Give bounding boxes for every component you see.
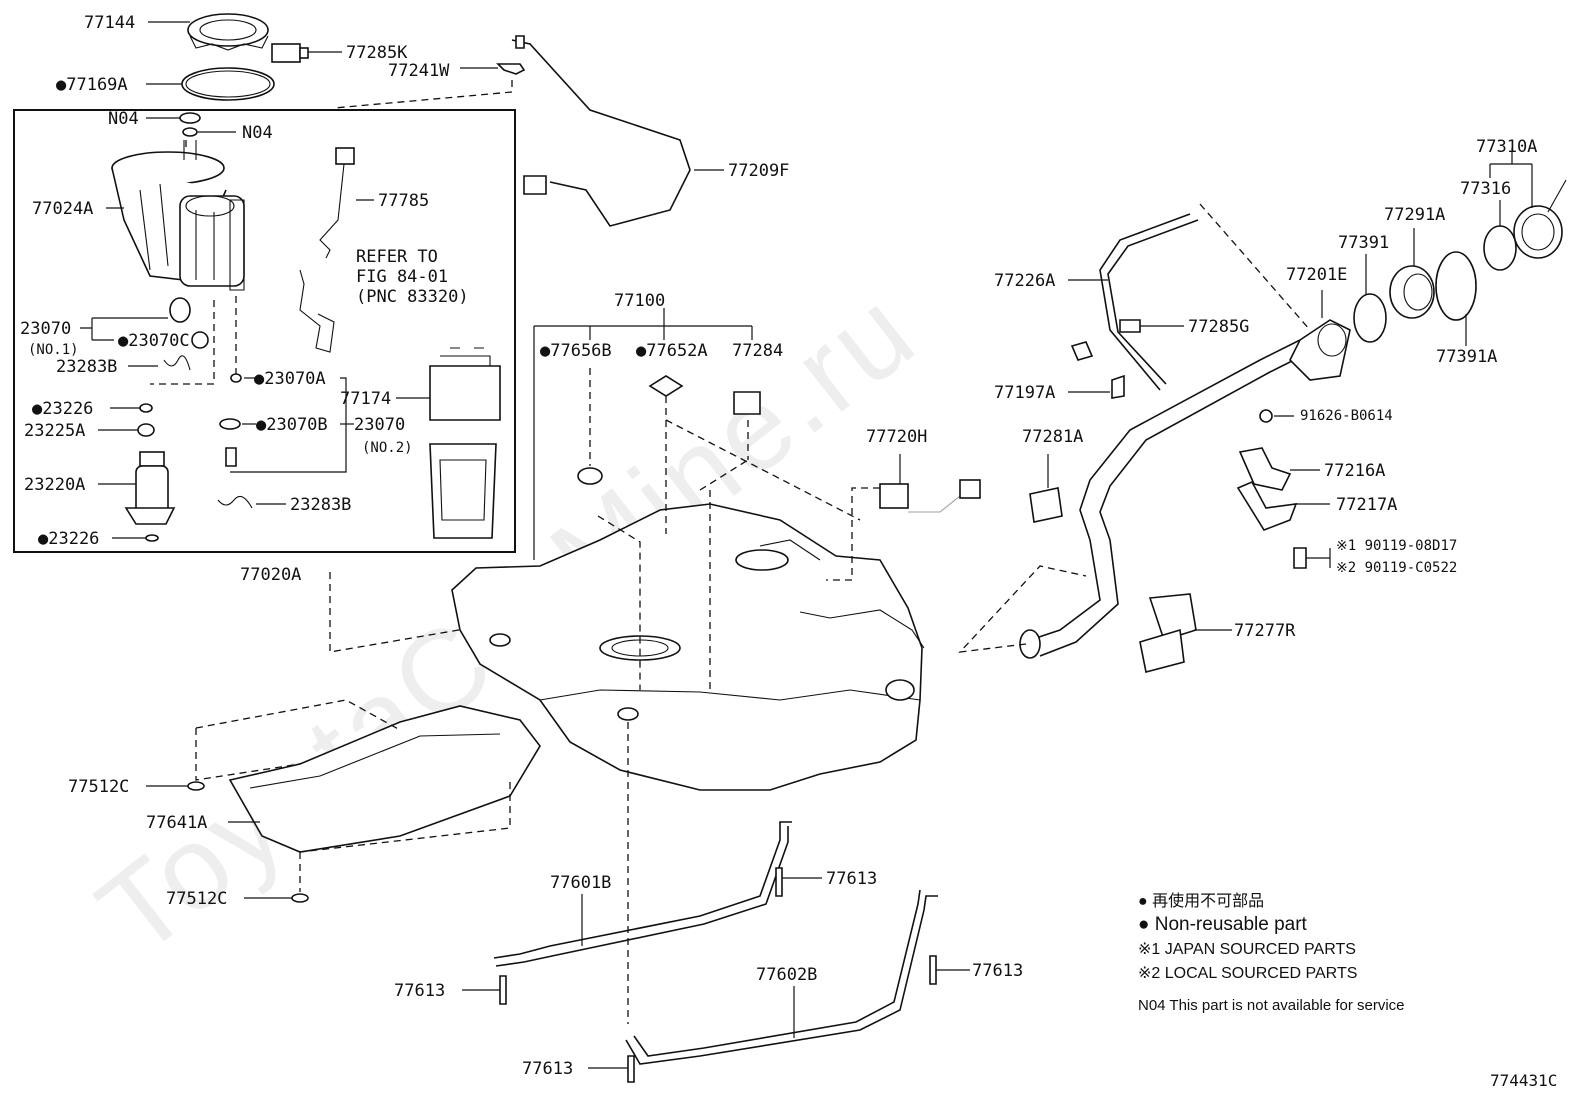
refer-note-line1: REFER TO <box>356 247 438 267</box>
label-23283b-b: 23283B <box>290 495 351 515</box>
label-77613-a: 77613 <box>826 869 877 889</box>
label-77217a: 77217A <box>1336 495 1397 515</box>
figure-code: 774431C <box>1490 1071 1557 1090</box>
label-23070-no2-sub: (NO.2) <box>362 440 413 456</box>
label-77316: 77316 <box>1460 179 1511 199</box>
legend-line-japan-sourced: ※1 JAPAN SOURCED PARTS <box>1138 941 1356 958</box>
fuel-pump-module-part <box>111 140 245 291</box>
label-77024a: 77024A <box>32 199 93 219</box>
label-77613-b: 77613 <box>394 981 445 1001</box>
vent-valve-part <box>879 479 981 513</box>
label-77391a: 77391A <box>1436 347 1497 367</box>
label-77285g: 77285G <box>1188 317 1249 337</box>
label-90119-c0522: ※2 90119-C0522 <box>1336 560 1457 576</box>
label-77281a: 77281A <box>1022 427 1083 447</box>
fuel-sender-part <box>299 147 355 353</box>
filler-seal-part <box>1435 251 1477 321</box>
fuel-cap-part <box>1483 179 1567 271</box>
fuel-pump-part <box>124 451 176 525</box>
label-23226-b: ●23226 <box>38 529 99 549</box>
label-77201e: 77201E <box>1286 265 1347 285</box>
label-77310a: 77310A <box>1476 137 1537 157</box>
filler-pipe-part <box>1019 319 1351 659</box>
label-77656b: ●77656B <box>540 341 612 361</box>
label-90119-08d17: ※1 90119-08D17 <box>1336 538 1457 554</box>
connector-part <box>271 43 309 63</box>
clip-part <box>496 63 526 75</box>
label-77785: 77785 <box>378 191 429 211</box>
heat-insulator-part <box>228 705 541 853</box>
label-23070-no2: 23070 <box>354 415 405 435</box>
label-77209f: 77209F <box>728 161 789 181</box>
legend-line-jp: ● 再使用不可部品 <box>1138 892 1264 910</box>
label-77641a: 77641A <box>146 813 207 833</box>
label-77020a: 77020A <box>240 565 301 585</box>
fuel-filter-part <box>163 297 209 371</box>
label-n04-a: N04 <box>108 109 139 129</box>
label-23226-a: ●23226 <box>32 399 93 419</box>
clamp-part <box>1029 487 1063 523</box>
label-77613-d: 77613 <box>522 1059 573 1079</box>
label-77144: 77144 <box>84 13 135 33</box>
filler-protector-part <box>1139 593 1197 673</box>
label-77602b: 77602B <box>756 965 817 985</box>
pump-assembly-frame <box>13 109 516 553</box>
label-23070b: ●23070B <box>256 415 328 435</box>
label-77652a: ●77652A <box>636 341 708 361</box>
label-23283b-a: 23283B <box>56 357 117 377</box>
refer-note-line3: (PNC 83320) <box>356 287 469 307</box>
filler-bracket-2-part <box>1236 480 1298 531</box>
label-77720h: 77720H <box>866 427 927 447</box>
tank-band-rear-part <box>625 889 938 1065</box>
label-77284: 77284 <box>732 341 783 361</box>
label-77601b: 77601B <box>550 873 611 893</box>
label-91626-b0614: 91626-B0614 <box>1300 408 1393 424</box>
label-77197a: 77197A <box>994 383 1055 403</box>
legend-line-non-reusable: ● Non-reusable part <box>1138 914 1308 935</box>
label-23070a: ●23070A <box>254 369 326 389</box>
label-77241w: 77241W <box>388 61 450 81</box>
label-77100: 77100 <box>614 291 665 311</box>
label-77512c-a: 77512C <box>68 777 129 797</box>
label-n04-b: N04 <box>242 123 273 143</box>
filler-bracket-part <box>1238 447 1292 491</box>
label-77512c-b: 77512C <box>166 889 227 909</box>
label-77226a: 77226A <box>994 271 1055 291</box>
refer-note-line2: FIG 84-01 <box>356 267 448 287</box>
label-77216a: 77216A <box>1324 461 1385 481</box>
label-77285k: 77285K <box>346 43 408 63</box>
vent-hose-part <box>511 39 691 227</box>
label-23220a: 23220A <box>24 475 85 495</box>
legend: ● 再使用不可部品 ● Non-reusable part ※1 JAPAN S… <box>1138 892 1405 1014</box>
label-23070-no1: 23070 <box>20 319 71 339</box>
lock-ring-part <box>187 13 269 51</box>
label-77391: 77391 <box>1338 233 1389 253</box>
label-77169a: ●77169A <box>56 75 128 95</box>
tank-band-front-part <box>493 821 792 967</box>
label-77291a: 77291A <box>1384 205 1445 225</box>
filler-gasket-part <box>1353 293 1387 343</box>
gasket-part <box>181 67 275 101</box>
label-77174: 77174 <box>340 389 391 409</box>
fuel-tank-part <box>451 503 925 791</box>
filler-neck-part <box>1389 265 1435 319</box>
label-23225a: 23225A <box>24 421 85 441</box>
label-77613-c: 77613 <box>972 961 1023 981</box>
legend-line-local-sourced: ※2 LOCAL SOURCED PARTS <box>1138 965 1357 982</box>
pump-bracket-part <box>429 347 501 539</box>
label-77277r: 77277R <box>1234 621 1296 641</box>
label-23070-no1-sub: (NO.1) <box>28 342 79 358</box>
label-23070c: ●23070C <box>118 331 190 351</box>
legend-line-n04-note: N04 This part is not available for servi… <box>1138 997 1405 1014</box>
